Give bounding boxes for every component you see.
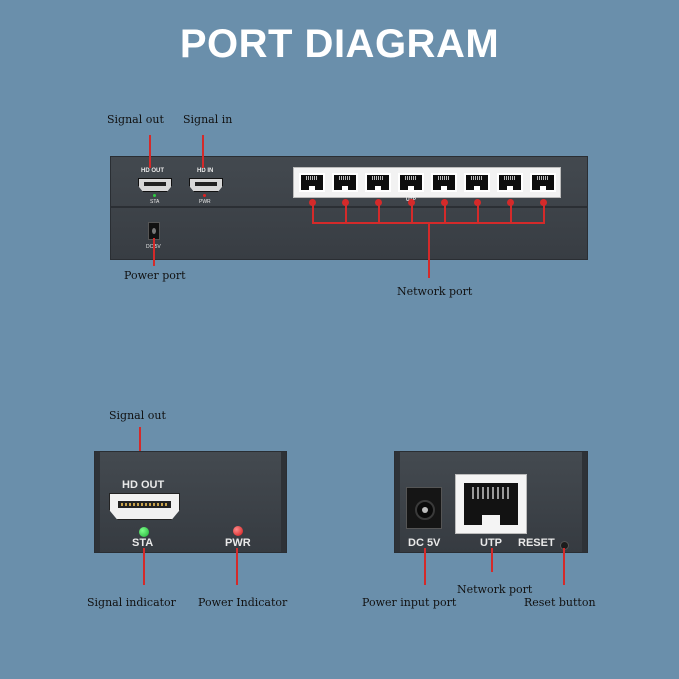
annotation-power-indicator: Power Indicator: [198, 596, 288, 609]
top-dc-jack-pin: [152, 228, 156, 234]
left-device-right-rail: [281, 452, 286, 552]
annotation-signal-in: Signal in: [183, 113, 233, 126]
right-reset-label: RESET: [518, 537, 555, 549]
callout-stub-7: [510, 203, 512, 223]
top-pwr-label: PWR: [199, 199, 211, 205]
right-rj45-latch: [482, 515, 500, 525]
left-pwr-led: [233, 526, 243, 536]
right-rj45-socket: [464, 483, 518, 525]
right-device-right-rail: [582, 452, 587, 552]
left-pwr-label: PWR: [225, 537, 251, 549]
rj45-port-8[interactable]: [530, 173, 556, 192]
callout-stub-5: [444, 203, 446, 223]
callout-dot-5: [441, 199, 448, 206]
top-dc-jack[interactable]: [148, 222, 160, 240]
callout-line-left-signal-out: [139, 427, 141, 469]
rj45-port-4[interactable]: [398, 173, 424, 192]
top-hd-out-label: HD OUT: [141, 168, 164, 174]
right-rj45-port[interactable]: [455, 474, 527, 534]
callout-line-power-port: [153, 238, 155, 266]
annotation-power-port: Power port: [124, 269, 186, 282]
callout-dot-4: [408, 199, 415, 206]
callout-dot-1: [309, 199, 316, 206]
page-title: PORT DIAGRAM: [179, 22, 500, 66]
left-sta-led: [139, 527, 149, 537]
right-dc-label: DC 5V: [408, 537, 441, 549]
left-sta-label: STA: [132, 537, 154, 549]
rj45-port-1[interactable]: [299, 173, 325, 192]
top-hd-in-port[interactable]: [189, 178, 223, 192]
callout-line-signal-in: [202, 135, 204, 168]
callout-line-right-network-port: [491, 548, 493, 572]
right-dc-jack-pin: [422, 507, 428, 513]
left-hd-out-port[interactable]: [109, 493, 180, 520]
callout-line-network-port: [428, 222, 430, 278]
callout-line-reset-button: [563, 548, 565, 585]
right-dc-jack-barrel: [415, 500, 435, 520]
callout-dot-8: [540, 199, 547, 206]
callout-stub-8: [543, 203, 545, 223]
top-sta-label: STA: [150, 199, 160, 205]
callout-stub-2: [345, 203, 347, 223]
top-device-seam: [111, 206, 587, 208]
rj45-port-2[interactable]: [332, 173, 358, 192]
right-utp-label: UTP: [480, 537, 502, 549]
callout-stub-1: [312, 203, 314, 223]
top-hd-out-port[interactable]: [138, 178, 172, 192]
callout-stub-6: [477, 203, 479, 223]
annotation-right-network-port: Network port: [457, 583, 533, 596]
left-hd-out-port-pins: [121, 503, 168, 506]
annotation-signal-out: Signal out: [107, 113, 164, 126]
callout-stub-3: [378, 203, 380, 223]
top-hd-in-label: HD IN: [197, 168, 214, 174]
callout-stub-4: [411, 203, 413, 223]
rj45-port-6[interactable]: [464, 173, 490, 192]
left-device-left-rail: [95, 452, 100, 552]
rj45-port-5[interactable]: [431, 173, 457, 192]
callout-dot-7: [507, 199, 514, 206]
right-rj45-pins: [472, 487, 510, 499]
top-sta-led: [153, 194, 156, 197]
right-device-left-rail: [395, 452, 400, 552]
annotation-power-input-port: Power input port: [362, 596, 457, 609]
callout-dot-6: [474, 199, 481, 206]
top-pwr-led: [203, 194, 206, 197]
left-hd-out-label: HD OUT: [122, 479, 165, 491]
callout-dot-3: [375, 199, 382, 206]
right-dc-jack[interactable]: [406, 487, 442, 529]
callout-line-power-indicator: [236, 548, 238, 585]
left-hd-out-port-inner: [118, 501, 171, 508]
callout-line-signal-out: [149, 135, 151, 168]
annotation-network-port: Network port: [397, 285, 473, 298]
callout-line-signal-indicator: [143, 548, 145, 585]
rj45-port-7[interactable]: [497, 173, 523, 192]
annotation-reset-button: Reset button: [524, 596, 596, 609]
annotation-left-signal-out: Signal out: [109, 409, 166, 422]
callout-dot-2: [342, 199, 349, 206]
rj45-port-3[interactable]: [365, 173, 391, 192]
callout-line-power-input-port: [424, 548, 426, 585]
annotation-signal-indicator: Signal indicator: [87, 596, 176, 609]
